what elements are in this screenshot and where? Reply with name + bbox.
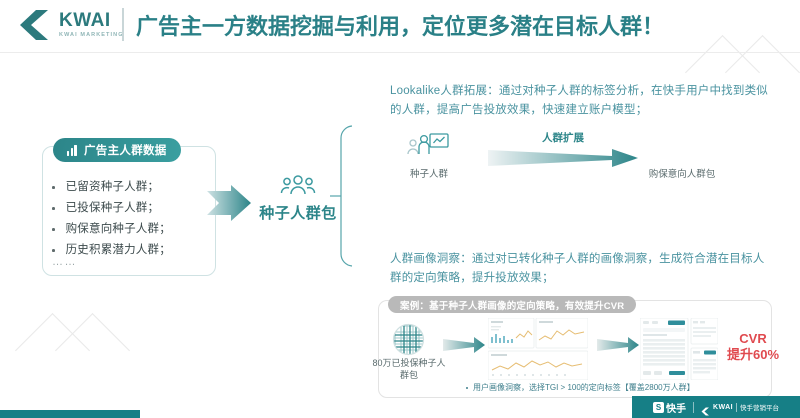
bar-chart-icon	[67, 144, 79, 156]
lookalike-source-label: 种子人群	[409, 169, 448, 180]
gradient-triangle-arrow-icon	[488, 147, 638, 169]
kwai-marketing-logo: KWAI KWAI MARKETING	[18, 8, 124, 42]
kwai-chevron-logo-icon	[18, 8, 52, 42]
case-study-tag: 案例：基于种子人群画像的定向策略，有效提升CVR	[388, 296, 637, 313]
lookalike-arrow-label: 人群扩展	[542, 132, 584, 144]
footer-left-bar	[0, 410, 140, 418]
footer-divider	[735, 402, 737, 412]
kwai-footer-logo: KWAI 快手营销平台	[701, 402, 779, 415]
list-item: 已留资种子人群；	[52, 180, 212, 194]
targeting-table-thumbnail	[639, 317, 719, 381]
slide-header: KWAI KWAI MARKETING 广告主一方数据挖掘与利用，定位更多潜在目…	[0, 0, 800, 53]
lookalike-description: Lookalike人群拓展：通过对种子人群的标签分析，在快手用户中找到类似的人群…	[390, 85, 768, 116]
bullet-dot-icon	[52, 207, 55, 210]
kwai-chevron-logo-icon	[701, 403, 710, 415]
bullet-dot-icon	[52, 249, 55, 252]
advertiser-data-card-title: 广告主人群数据	[84, 145, 167, 157]
person-presenting-icon	[402, 130, 454, 164]
seed-audience-node: 种子人群包	[250, 170, 346, 223]
analytics-dashboard-thumbnail	[487, 317, 589, 381]
right-arrow-icon	[205, 183, 253, 223]
advertiser-data-card	[42, 146, 216, 276]
page-title: 广告主一方数据挖掘与利用，定位更多潜在目标人群！	[136, 14, 665, 39]
footer-divider	[693, 401, 695, 413]
gradient-triangle-arrow-icon	[443, 337, 485, 353]
list-item: 购保意向种子人群；	[52, 222, 212, 236]
list-item-label: 历史积累潜力人群；	[65, 244, 171, 256]
globe-grid-icon	[392, 323, 425, 356]
list-item-label: 已留资种子人群；	[65, 181, 160, 193]
bullet-dot-icon	[466, 386, 468, 389]
case-caption: 用户画像洞察，选择TGI > 100的定向标签【覆盖2800万人群】	[466, 382, 766, 393]
list-item-label: 购保意向种子人群；	[65, 223, 171, 235]
gradient-triangle-arrow-icon	[597, 337, 639, 353]
lookalike-target-label: 购保意向人群包	[648, 169, 716, 180]
cvr-metric-value: 提升60%	[726, 347, 780, 362]
cvr-metric-name: CVR	[739, 331, 767, 346]
platform-label: 快手营销平台	[739, 405, 779, 412]
case-source-label: 80万已投保种子人群包	[372, 358, 446, 380]
decorative-chevron-bottom-left	[15, 306, 130, 416]
case-caption-label: 用户画像洞察，选择TGI > 100的定向标签【覆盖2800万人群】	[473, 383, 695, 392]
seed-audience-node-label: 种子人群包	[259, 205, 337, 222]
logo-wordmark: KWAI	[59, 10, 111, 32]
cvr-metric: CVR 提升60%	[722, 331, 784, 363]
curly-brace-connector-icon	[330, 108, 360, 283]
header-rule	[0, 52, 800, 53]
logo-subtitle: KWAI MARKETING	[59, 32, 124, 39]
people-group-icon	[250, 170, 346, 200]
audience-insight-description: 人群画像洞察：通过对已转化种子人群的画像洞察，生成符合潜在目标人群的定向策略，提…	[390, 253, 765, 284]
advertiser-data-card-header: 广告主人群数据	[53, 138, 181, 162]
kuaishou-label: 快手	[666, 403, 687, 415]
bullet-dot-icon	[52, 186, 55, 189]
lookalike-diagram: 种子人群 人群扩展	[392, 128, 722, 190]
advertiser-data-list: 已留资种子人群； 已投保种子人群； 购保意向种子人群； 历史积累潜力人群；	[52, 180, 212, 264]
kwai-footer-wordmark: KWAI	[713, 403, 733, 411]
bullet-dot-icon	[52, 228, 55, 231]
header-divider	[122, 8, 124, 41]
crowd-people-icon	[630, 132, 734, 162]
list-item-label: 已投保种子人群；	[65, 202, 160, 214]
list-ellipsis: ……	[52, 256, 77, 268]
list-item: 已投保种子人群；	[52, 201, 212, 215]
list-item: 历史积累潜力人群；	[52, 243, 212, 257]
